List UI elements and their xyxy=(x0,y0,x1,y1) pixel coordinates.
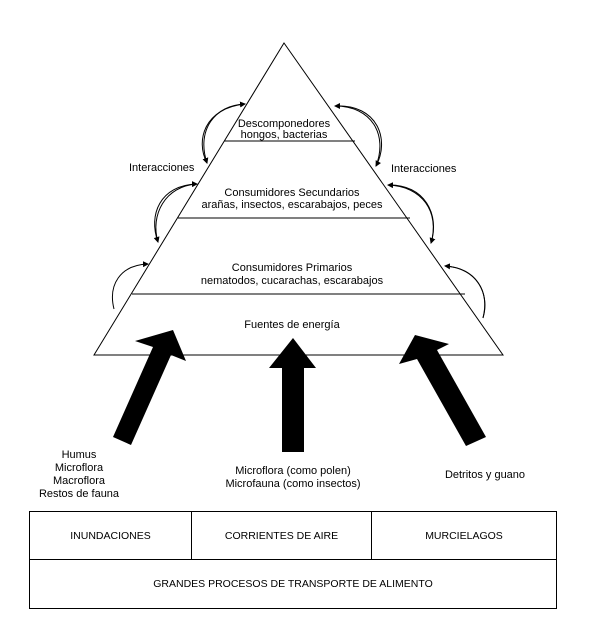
level-primary-title: Consumidores Primarios xyxy=(231,262,353,274)
level-primary-subtitle: nematodos, cucarachas, escarabajos xyxy=(200,275,384,287)
cell-bats: MURCIELAGOS xyxy=(372,512,556,560)
interaction-arc-right-bottom-head xyxy=(444,263,486,319)
level-secondary-title: Consumidores Secundarios xyxy=(224,187,360,199)
interaction-arc-right-mid xyxy=(387,184,436,244)
interaction-arc-left-top-return xyxy=(202,103,246,164)
sources-center: Microflora (como polen) Microfauna (como… xyxy=(218,465,368,491)
source-left-item: Restos de fauna xyxy=(38,488,120,500)
source-right-item: Detritos y guano xyxy=(444,469,526,481)
interactions-label-right: Interacciones xyxy=(391,163,457,175)
level-decomposers-subtitle: hongos, bacterias xyxy=(240,129,328,141)
arrow-center-icon xyxy=(269,338,316,452)
cell-air-currents: CORRIENTES DE AIRE xyxy=(192,512,372,560)
interaction-arc-right-top-return xyxy=(334,103,381,167)
interaction-arc-right-bottom xyxy=(444,265,486,319)
arrow-left-icon xyxy=(113,330,186,445)
cell-floods: INUNDACIONES xyxy=(30,512,192,560)
cell-transport-processes: GRANDES PROCESOS DE TRANSPORTE DE ALIMEN… xyxy=(153,578,433,590)
source-center-item: Microflora (como polen) xyxy=(235,465,351,477)
source-left-item: Macroflora xyxy=(53,475,105,487)
interaction-arc-left-bottom xyxy=(112,261,149,310)
interaction-arc-right-mid-return xyxy=(387,182,434,244)
interactions-label-left: Interacciones xyxy=(129,162,195,174)
source-left-item: Microflora xyxy=(54,462,104,474)
transport-table: INUNDACIONES CORRIENTES DE AIRE MURCIELA… xyxy=(29,511,557,609)
interaction-arc-left-mid-return xyxy=(153,183,198,243)
sources-left: Humus Microflora Macroflora Restos de fa… xyxy=(34,449,124,501)
interaction-arc-right-top xyxy=(334,105,383,167)
interaction-arc-left-mid xyxy=(154,181,198,243)
source-center-item: Microfauna (como insectos) xyxy=(225,478,361,490)
level-energy-sources-title: Fuentes de energía xyxy=(244,319,340,331)
source-left-item: Humus xyxy=(61,449,97,461)
arrow-right-icon xyxy=(399,335,486,446)
sources-right: Detritos y guano xyxy=(430,469,540,482)
level-secondary-subtitle: arañas, insectos, escarabajos, peces xyxy=(201,199,383,211)
level-decomposers-title: Descomponedores xyxy=(237,118,331,130)
interaction-arc-left-top xyxy=(201,101,246,164)
